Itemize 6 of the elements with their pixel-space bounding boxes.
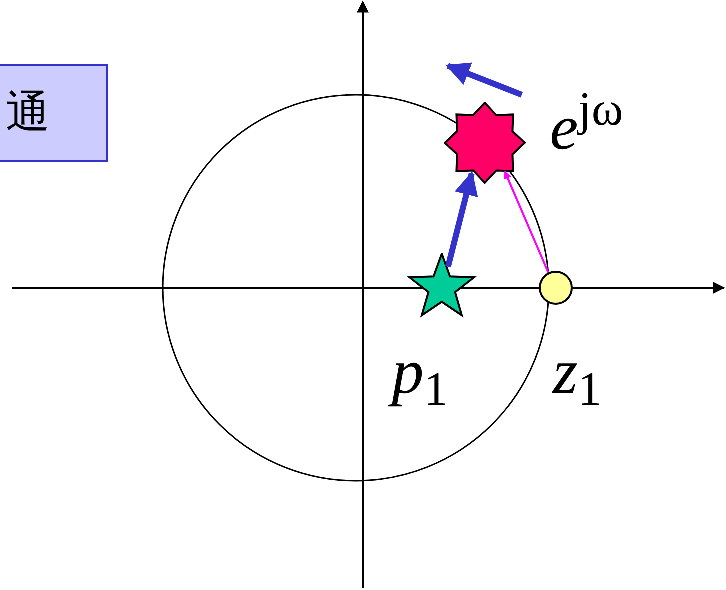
point-octagram bbox=[444, 102, 526, 184]
zero-circle bbox=[539, 271, 573, 305]
label-box: 通 bbox=[0, 64, 108, 162]
arrow bbox=[445, 171, 478, 268]
arrow bbox=[504, 171, 550, 274]
math-label: z$_{1}$ bbox=[553, 340, 602, 404]
